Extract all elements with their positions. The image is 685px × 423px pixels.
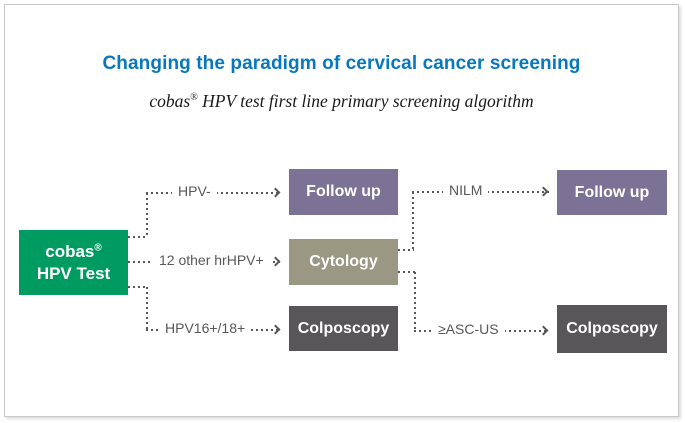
label-asc-us: ≥ASC-US (432, 321, 505, 337)
node-colposcopy-2: Colposcopy (557, 305, 667, 353)
connector-vertical-up (146, 193, 148, 238)
registered-mark: ® (190, 92, 198, 104)
label-other-hr: 12 other hrHPV+ (153, 252, 270, 268)
cobas-test-line1: cobas (45, 242, 95, 262)
label-hpv-neg: HPV- (172, 183, 217, 199)
cobas-test-sup: ® (94, 242, 102, 254)
connector-cytology-vertical-up (412, 192, 414, 250)
label-hpv16-18: HPV16+/18+ (159, 320, 252, 336)
connector-stub-lower (128, 286, 148, 288)
connector-vertical-down (146, 287, 148, 330)
node-follow-up-1: Follow up (289, 169, 398, 215)
page-title: Changing the paradigm of cervical cancer… (102, 53, 581, 74)
node-cobas-hpv-test: cobas® HPV Test (19, 230, 128, 295)
connector-stub-upper (128, 236, 148, 238)
node-colposcopy-1: Colposcopy (289, 306, 398, 351)
connector-cytology-vertical-down (414, 272, 416, 331)
cobas-test-line2: HPV Test (36, 263, 111, 283)
subtitle-brand: cobas (149, 91, 191, 111)
node-follow-up-2: Follow up (557, 170, 667, 215)
connector-cytology-stub-upper (398, 249, 414, 251)
label-nilm: NILM (443, 182, 489, 198)
page-subtitle: cobas® HPV test first line primary scree… (5, 91, 678, 112)
node-cytology: Cytology (289, 239, 398, 285)
connector-cytology-stub-lower (398, 271, 416, 273)
cobas-test-label: cobas® HPV Test (37, 241, 110, 284)
subtitle-rest: HPV test first line primary screening al… (197, 91, 534, 111)
